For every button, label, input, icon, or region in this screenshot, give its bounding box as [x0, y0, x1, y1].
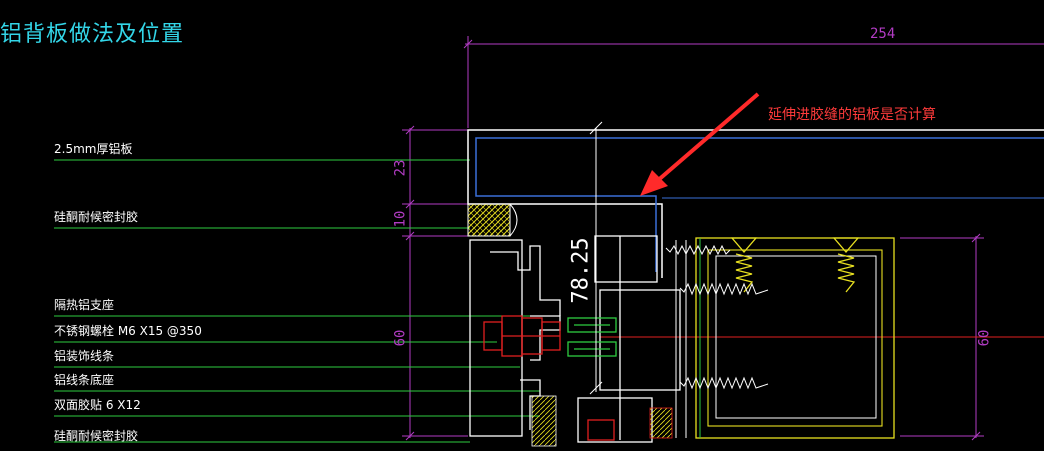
label-sealant-top: 硅酮耐候密封胶	[54, 210, 139, 224]
left-dimension-chain	[402, 125, 468, 441]
leader-lines	[54, 159, 540, 443]
label-trim: 铝装饰线条	[54, 349, 115, 363]
aluminum-frame	[675, 237, 895, 439]
sealant-bottom	[531, 395, 557, 447]
label-trim-base: 铝线条底座	[54, 373, 115, 387]
horizontal-screws	[665, 244, 769, 390]
label-aluminum-sheet: 2.5mm厚铝板	[54, 142, 133, 156]
dimension-60-left: 60	[392, 329, 409, 347]
dimension-60-right: 60	[976, 329, 993, 347]
vertical-screws	[730, 237, 860, 293]
bolt	[483, 315, 561, 357]
double-sided-tape	[567, 317, 617, 357]
label-bolt: 不锈钢螺栓 M6 X15 @350	[54, 324, 202, 338]
depth-dimension	[589, 121, 603, 395]
label-sealant-bottom: 硅酮耐候密封胶	[54, 429, 139, 443]
annotation-note: 延伸进胶缝的铝板是否计算	[768, 107, 936, 123]
annotation-arrow	[640, 92, 760, 196]
dimension-10: 10	[392, 210, 409, 228]
dimension-78-25: 78.25	[568, 237, 594, 304]
label-tape: 双面胶贴 6 X12	[54, 398, 141, 412]
dimension-254: 254	[870, 26, 896, 42]
drawing-title: 铝背板做法及位置	[0, 22, 185, 47]
sealant-bottom-right	[649, 407, 673, 439]
top-dimension	[463, 36, 1044, 128]
dimension-23: 23	[392, 159, 409, 177]
label-support: 隔热铝支座	[54, 298, 115, 312]
sealant-top	[467, 203, 518, 237]
